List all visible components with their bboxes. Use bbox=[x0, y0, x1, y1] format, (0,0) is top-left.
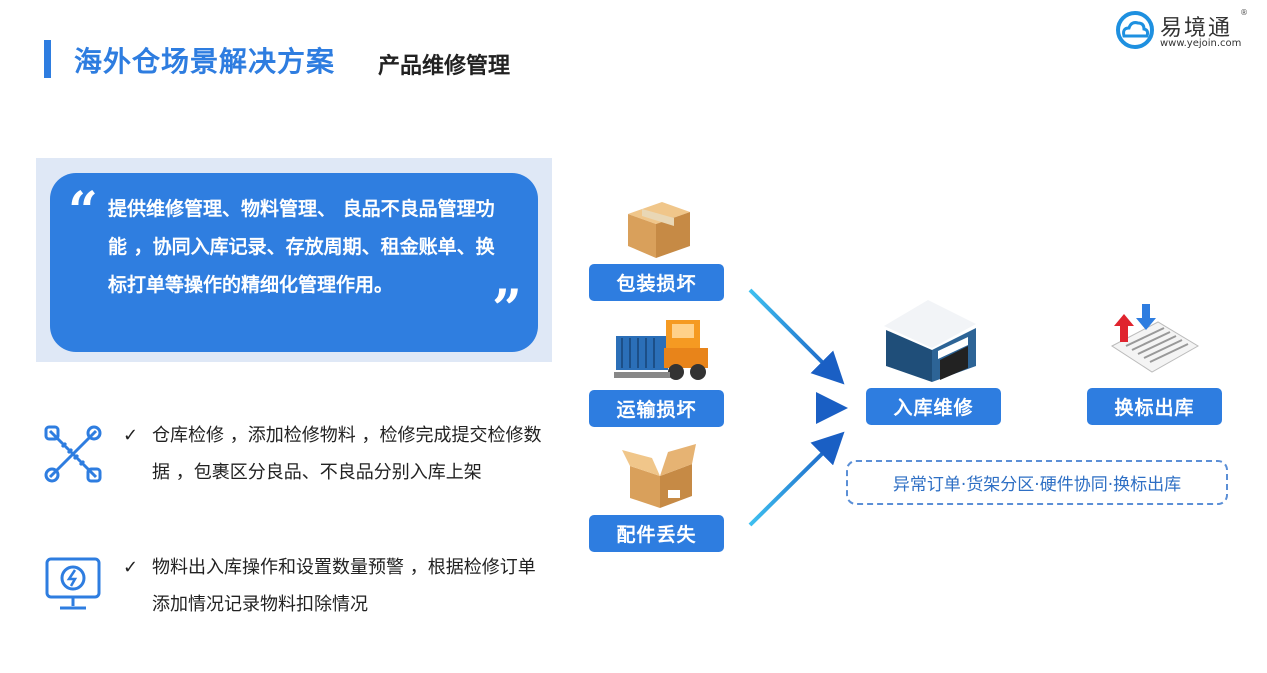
arrow-from-packaging bbox=[748, 288, 845, 385]
logo-registered: ® bbox=[1240, 8, 1248, 17]
open-quote-mark: “ bbox=[68, 181, 98, 242]
warehouse-icon bbox=[884, 300, 976, 382]
logo-url: www.yejoin.com bbox=[1160, 38, 1242, 49]
tools-icon bbox=[44, 425, 102, 483]
page-title: 海外仓场景解决方案 bbox=[74, 45, 336, 78]
page-subtitle: 产品维修管理 bbox=[378, 54, 511, 79]
logo-name: 易境通 bbox=[1160, 16, 1233, 41]
logo-cloud-icon bbox=[1116, 11, 1154, 49]
check-icon: ✓ bbox=[123, 425, 139, 446]
arrow-from-missing bbox=[748, 431, 845, 527]
quote-box bbox=[50, 173, 538, 352]
monitor-icon bbox=[45, 557, 101, 610]
feature-text: 物料出入库操作和设置数量预警 ，根据检修订单添加情况记录物料扣除情况 bbox=[152, 557, 536, 615]
forklift-truck-icon bbox=[614, 320, 708, 380]
quote-text: 提供维修管理、物料管理、 良品不良品管理功能 ，协同入库记录、存放周期、租金账单… bbox=[108, 198, 495, 296]
source-transport-damage: 运输损坏 bbox=[589, 390, 724, 427]
feature-tags-box: 异常订单·货架分区·硬件协同·换标出库 bbox=[846, 460, 1228, 505]
flow-arrows bbox=[745, 288, 848, 527]
source-damaged-packaging: 包装损坏 bbox=[589, 264, 724, 301]
feature-text: 仓库检修 ，添加检修物料 ，检修完成提交检修数据 ，包裹区分良品、不良品分别入库… bbox=[152, 425, 542, 483]
next-relabel-outbound: 换标出库 bbox=[1087, 388, 1222, 425]
check-icon: ✓ bbox=[123, 557, 139, 578]
source-missing-parts: 配件丢失 bbox=[589, 515, 724, 552]
open-box-icon bbox=[622, 444, 696, 508]
damaged-package-icon bbox=[628, 202, 690, 258]
target-inbound-repair: 入库维修 bbox=[866, 388, 1001, 425]
title-accent-bar bbox=[44, 40, 51, 78]
relabel-document-icon bbox=[1111, 304, 1199, 373]
close-quote-mark: ” bbox=[492, 279, 522, 340]
